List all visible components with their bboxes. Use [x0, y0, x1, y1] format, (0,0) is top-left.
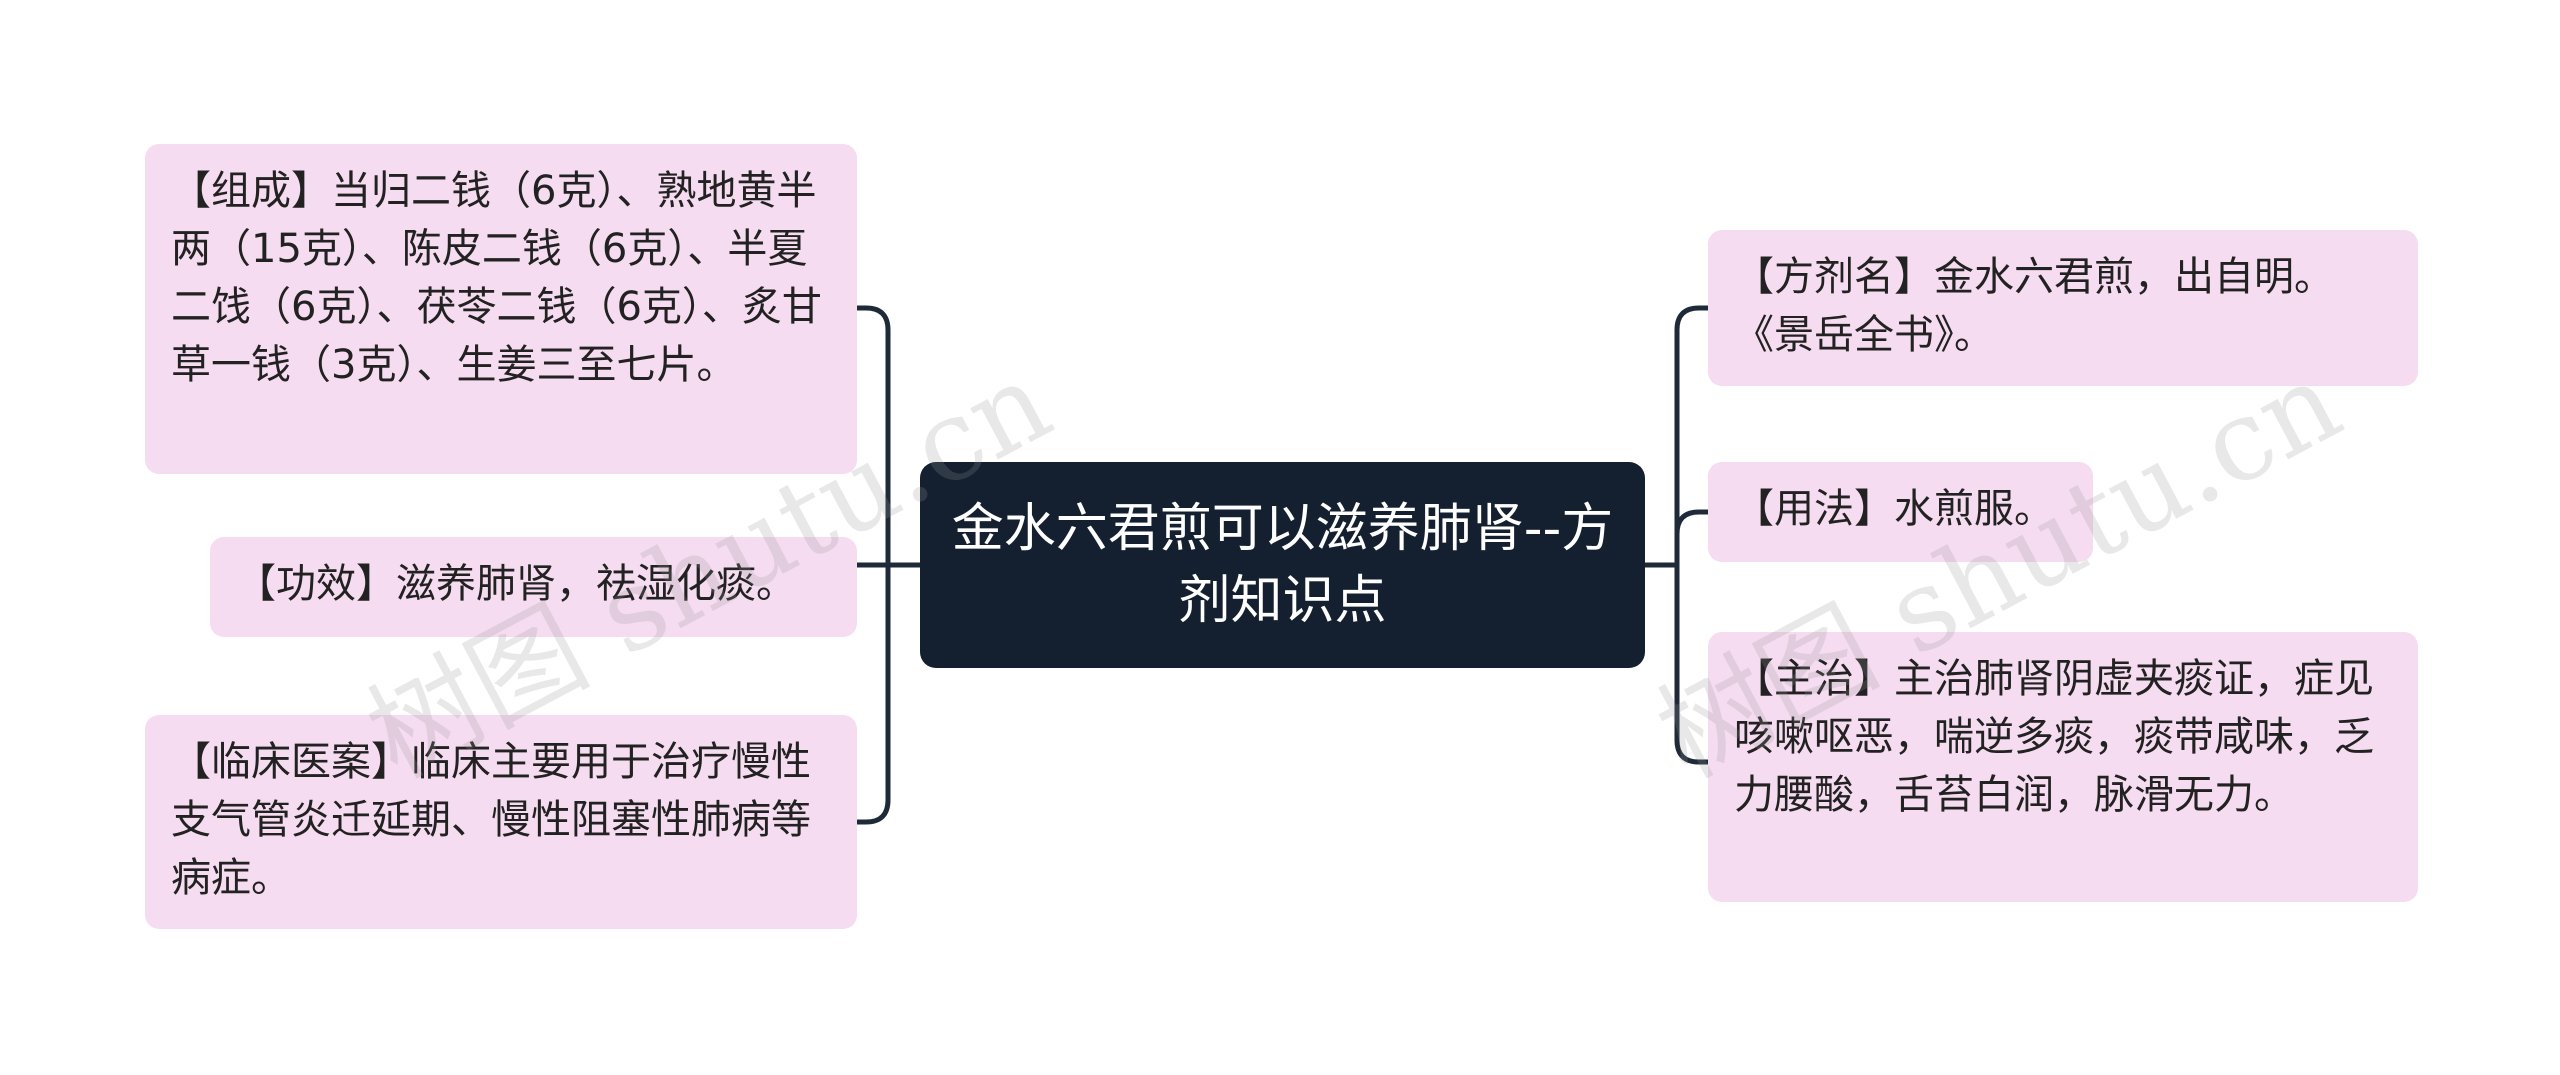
right-branch-2 — [1674, 509, 1711, 568]
node-usage[interactable]: 【用法】水煎服。 — [1708, 462, 2093, 562]
node-composition[interactable]: 【组成】当归二钱（6克）、熟地黄半两（15克）、陈皮二钱（6克）、半夏二饯（6克… — [145, 144, 857, 474]
center-topic-node[interactable]: 金水六君煎可以滋养肺肾--方剂知识点 — [920, 462, 1645, 668]
node-indications[interactable]: 【主治】主治肺肾阴虚夹痰证，症见咳嗽呕恶，喘逆多痰，痰带咸味，乏力腰酸，舌苔白润… — [1708, 632, 2418, 902]
node-clinical-cases[interactable]: 【临床医案】临床主要用于治疗慢性支气管炎迁延期、慢性阻塞性肺病等病症。 — [145, 715, 857, 929]
center-title: 金水六君煎可以滋养肺肾--方剂知识点 — [951, 499, 1614, 631]
right-branch-3 — [1674, 562, 1711, 765]
left-branch-1 — [854, 305, 891, 568]
left-branch-3 — [854, 562, 891, 825]
node-efficacy[interactable]: 【功效】滋养肺肾，祛湿化痰。 — [210, 537, 857, 637]
right-branch-1 — [1674, 305, 1711, 568]
node-formula-name[interactable]: 【方剂名】金水六君煎，出自明。《景岳全书》。 — [1708, 230, 2418, 386]
